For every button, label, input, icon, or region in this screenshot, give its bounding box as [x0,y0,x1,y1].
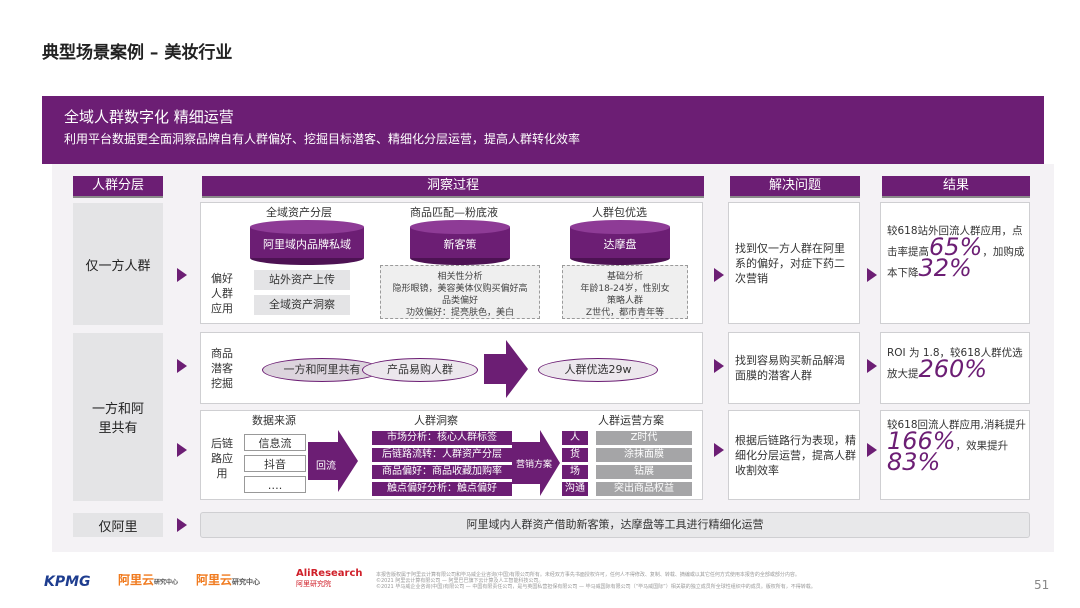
header-band [42,96,1044,164]
cyl3-title: 人群包优选 [592,206,647,219]
aliyun-logo: 阿里云研究中心 [118,573,179,587]
ds-item: 抖音 [244,455,306,472]
plan-key: 人 [562,431,588,445]
divider [882,196,1030,198]
cyl2-label: 新客策 [443,238,477,251]
plan-value: 钻展 [596,465,692,479]
divider [730,196,860,198]
arrow-right-icon [714,268,724,282]
divider [202,196,704,198]
arrow-right-icon [177,518,187,532]
big-arrow-icon [484,340,528,398]
header-title: 全域人群数字化 精细运营 [64,108,234,126]
plan-key: 场 [562,465,588,479]
arrow-right-icon [867,268,877,282]
col-head-process: 洞察过程 [202,176,704,196]
side-label: 偏好人群应用 [211,272,233,315]
sub1-label: 商品潜客挖掘 [211,347,233,390]
solution-box-row2a: 找到容易购买新品解渴面膜的潜客人群 [728,332,860,404]
solution-box-row2b: 根据后链路行为表现，精细化分层运营，提高人群收割效率 [728,410,860,500]
divider [73,196,163,198]
insight-item: 后链路流转：人群资产分层 [372,448,512,462]
result-box-row2a: ROI 为 1.8，较618人群优选放大提260% [880,332,1030,404]
kpmg-logo: KPMG [44,574,91,590]
plan-value: 涂抹面膜 [596,448,692,462]
marketing-label: 营销方案 [515,460,552,470]
row-label-shared: 一方和阿里共有 [73,333,163,501]
ali-only-text: 阿里域内人群资产借助新客策，达摩盘等工具进行精细化运营 [200,512,1030,538]
insight-item: 触点偏好分析：触点偏好 [372,482,512,496]
arrow-right-icon [177,359,187,373]
marketing-arrow-icon [512,430,560,496]
disclaimer: 本报告版权属于阿里云计算有限公司和毕马威企业咨询(中国)有限公司所有。未经双方事… [376,572,816,590]
ellipse-easy-buy: 产品易购人群 [362,358,478,382]
arrow-right-icon [714,359,724,373]
plan-key: 沟通 [562,482,588,496]
ali-research-logo: AliResearch 阿里研究院 [296,568,363,588]
cyl1-title: 全域资产分层 [266,206,332,219]
cyl1-label: 阿里域内品牌私域 [263,238,351,251]
cyl3-label: 达摩盘 [603,238,637,251]
header-subtitle: 利用平台数据更全面洞察品牌自有人群偏好、挖掘目标潜客、精细化分层运营，提高人群转… [64,132,581,146]
plan-value: 突出商品权益 [596,482,692,496]
insight-button: 全域资产洞察 [254,295,350,315]
upload-button: 站外资产上传 [254,270,350,290]
ellipse-selected: 人群优选29w [538,358,658,382]
return-arrow-icon [308,430,358,492]
ds-item: 信息流 [244,434,306,451]
arrow-right-icon [714,443,724,457]
page-number: 51 [1034,578,1050,592]
database-icon [250,220,364,265]
row-label-first-party: 仅一方人群 [73,203,163,325]
analysis-box-2: 相关性分析 隐形眼镜，美容美体仪购买偏好高 品类偏好 功效偏好：提亮肤色，美白 [380,265,540,319]
plan-title: 人群运营方案 [598,414,664,427]
cyl2-title: 商品匹配—粉底液 [410,206,498,219]
plan-value: Z时代 [596,431,692,445]
solution-box-row1: 找到仅一方人群在阿里系的偏好，对症下药二次营销 [728,202,860,324]
col-head-result: 结果 [882,176,1030,196]
arrow-right-icon [177,268,187,282]
page-title: 典型场景案例 – 美妆行业 [42,43,233,63]
ds-item: …. [244,476,306,493]
return-label: 回流 [316,461,336,472]
insight-item: 市场分析：核心人群标签 [372,431,512,445]
database-icon [570,220,670,265]
aliyun-research-logo: 阿里云研究中心 [196,573,261,587]
result-box-row2b: 较618回流人群应用,消耗提升166%，效果提升83% [880,410,1030,500]
data-source-title: 数据来源 [252,414,296,427]
analysis-box-3: 基础分析 年龄18-24岁，性别女 策略人群 Z世代，都市青年等 [562,265,688,319]
insight-item: 商品偏好：商品收藏加购率 [372,465,512,479]
sub2-label: 后链路应用 [211,437,233,480]
col-head-solution: 解决问题 [730,176,860,196]
insight-title: 人群洞察 [414,414,458,427]
arrow-right-icon [867,359,877,373]
database-icon [410,220,510,265]
row-label-ali-only: 仅阿里 [73,513,163,537]
arrow-right-icon [867,443,877,457]
col-head-segment: 人群分层 [73,176,163,196]
result-box-row1: 较618站外回流人群应用，点击率提高65%，加购成本下降32% [880,202,1030,324]
arrow-right-icon [177,443,187,457]
plan-key: 货 [562,448,588,462]
